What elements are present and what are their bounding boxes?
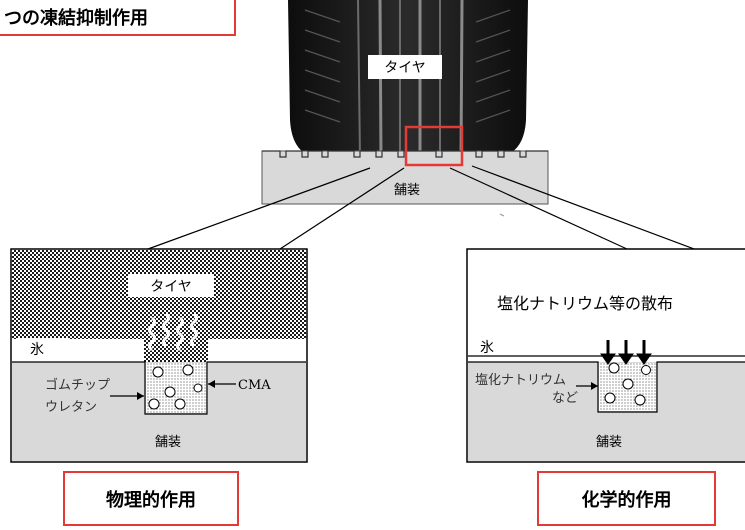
spread-arrows (600, 340, 652, 365)
physical-ice-label: 氷 (30, 342, 44, 358)
header-title-box: つの凍結抑制作用 (0, 0, 236, 36)
chemical-ice-label: 氷 (480, 340, 494, 356)
chemical-caption: 化学的作用 (581, 489, 672, 511)
physical-panel: タイヤ 氷 ゴムチップ ウレタン CMA 舗装 (10, 248, 308, 463)
zoom-highlight-box (404, 125, 464, 167)
header-title: つの凍結抑制作用 (4, 8, 148, 29)
physical-caption-box: 物理的作用 (63, 471, 239, 526)
spread-label: 塩化ナトリウム等の散布 (497, 294, 673, 313)
rubber-chip-particles (148, 364, 203, 410)
tire-label: タイヤ (384, 60, 426, 76)
urethane-label: ウレタン (45, 400, 97, 415)
cma-label: CMA (238, 378, 271, 393)
top-pavement-label: 舗装 (394, 183, 420, 198)
rubber-chip-label: ゴムチップ (45, 377, 110, 393)
physical-tire-label: タイヤ (150, 279, 192, 295)
tire-label-box (368, 55, 442, 79)
steam-squiggles (148, 312, 198, 352)
chemical-panel: 塩化ナトリウム等の散布 氷 塩化ナトリウム など 舗装 (466, 248, 745, 463)
chemical-caption-box: 化学的作用 (537, 471, 716, 526)
tire-illustration: タイヤ (288, 0, 528, 159)
salt-etc-label: など (552, 391, 578, 406)
chemical-pavement-label: 舗装 (596, 435, 622, 450)
salt-particles (604, 362, 651, 406)
physical-caption: 物理的作用 (106, 489, 196, 511)
salt-label: 塩化ナトリウム (475, 373, 566, 388)
physical-pavement-label: 舗装 (155, 435, 181, 450)
